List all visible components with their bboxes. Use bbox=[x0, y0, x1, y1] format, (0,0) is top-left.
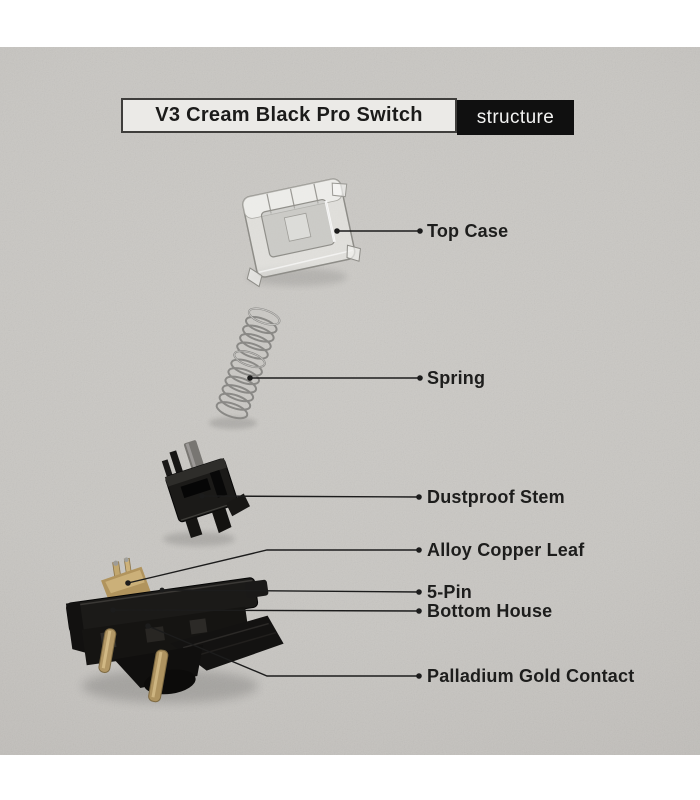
page-title-text: V3 Cream Black Pro Switch bbox=[155, 104, 423, 126]
part-label-palladium-gold-contact: Palladium Gold Contact bbox=[427, 665, 635, 686]
top-case-photo bbox=[242, 178, 361, 288]
structure-tag: structure bbox=[457, 100, 574, 135]
part-label-five-pin: 5-Pin bbox=[427, 581, 473, 602]
bottom-house-photo bbox=[65, 557, 284, 703]
part-label-top-case: Top Case bbox=[427, 220, 509, 241]
part-label-alloy-copper-leaf: Alloy Copper Leaf bbox=[427, 539, 585, 560]
part-label-bottom-house: Bottom House bbox=[427, 600, 553, 621]
page-title: V3 Cream Black Pro Switch bbox=[121, 98, 457, 133]
structure-tag-text: structure bbox=[476, 106, 555, 128]
spring-photo bbox=[209, 307, 281, 429]
part-label-spring: Spring bbox=[427, 367, 486, 388]
part-label-dustproof-stem: Dustproof Stem bbox=[427, 486, 565, 507]
dustproof-stem-photo bbox=[161, 440, 251, 546]
